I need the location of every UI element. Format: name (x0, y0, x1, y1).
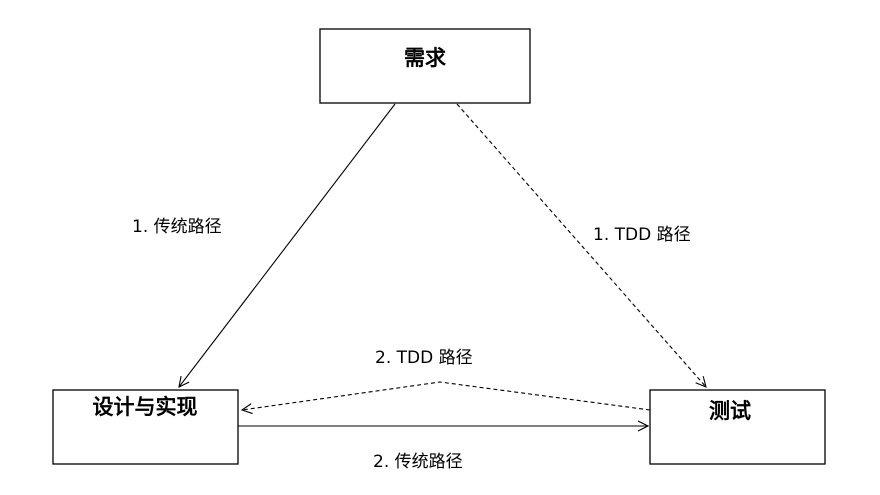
edge-tdd-step2-arrow (242, 381, 651, 410)
node-testing-label: 测试 (709, 399, 751, 423)
node-testing: 测试 (649, 389, 826, 465)
node-requirements: 需求 (319, 28, 531, 104)
edge-tdd-step1-arrow (456, 103, 706, 387)
node-requirements-box (319, 28, 531, 104)
edge-tdd-step1-label: 1. TDD 路径 (593, 225, 691, 245)
node-design-implementation-label: 设计与实现 (93, 395, 198, 419)
node-design-implementation-box (52, 389, 239, 465)
edge-traditional-step2-label: 2. 传统路径 (373, 452, 463, 472)
edge-traditional-step1-label: 1. 传统路径 (132, 217, 222, 237)
edge-tdd-step2-label: 2. TDD 路径 (375, 348, 473, 368)
node-requirements-label: 需求 (404, 46, 446, 70)
node-design-implementation: 设计与实现 (52, 389, 239, 465)
edge-traditional-step1-arrow (179, 103, 396, 387)
node-testing-box (649, 389, 826, 465)
